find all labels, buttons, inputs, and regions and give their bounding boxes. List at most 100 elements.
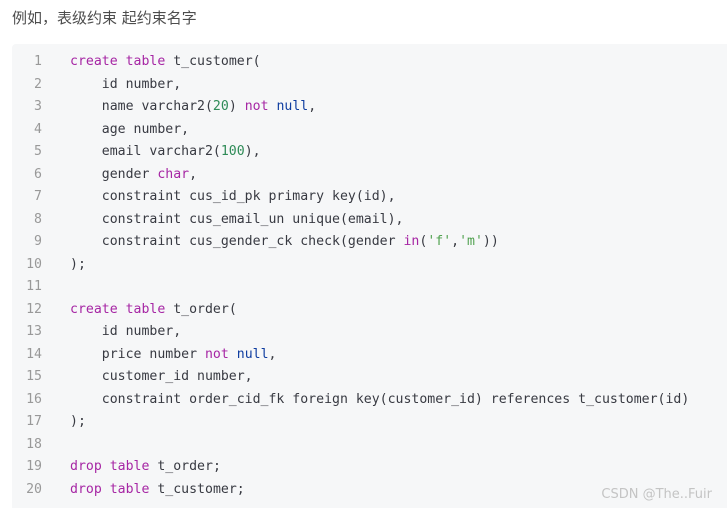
line-number: 5	[34, 144, 42, 159]
code-line: 5 email varchar2(100),	[12, 141, 689, 164]
line-number: 1	[34, 54, 42, 69]
line-number: 14	[26, 346, 42, 362]
line-number: 12	[26, 301, 42, 317]
line-number: 15	[26, 369, 42, 384]
line-number: 6	[34, 166, 42, 182]
code-token: 100	[220, 144, 245, 159]
code-line: 16 constraint order_cid_fk foreign key(c…	[12, 389, 689, 412]
code-token	[102, 459, 110, 474]
code-token: 'f'	[427, 234, 452, 249]
code-token: 'm'	[459, 234, 483, 249]
code-token: create	[70, 54, 118, 69]
line-number: 10	[26, 256, 42, 272]
code-text: gender char,	[42, 164, 197, 187]
code-text: name varchar2(20) not null,	[42, 96, 316, 119]
code-token: null	[236, 346, 269, 362]
code-token: );	[70, 414, 86, 429]
code-token: ,	[268, 346, 277, 362]
code-token: constraint cus_id_pk primary key(id),	[70, 189, 396, 204]
code-token: age number,	[70, 121, 190, 137]
code-token: (	[419, 234, 428, 249]
code-token: customer_id number,	[70, 369, 253, 384]
code-text: customer_id number,	[42, 366, 253, 389]
code-token: constraint order_cid_fk foreign key(cust…	[70, 391, 690, 407]
code-line: 4 age number,	[12, 119, 689, 142]
code-text: );	[42, 411, 86, 434]
code-token: )	[228, 99, 245, 114]
code-line: 6 gender char,	[12, 164, 689, 187]
code-token: id number,	[70, 76, 182, 92]
line-number: 8	[34, 211, 42, 227]
code-text: constraint cus_id_pk primary key(id),	[42, 186, 396, 209]
code-token: t_order(	[165, 301, 237, 317]
watermark: CSDN @The..Fuir	[601, 487, 712, 502]
code-line: 11	[12, 276, 689, 299]
code-line: 13 id number,	[12, 321, 689, 344]
code-token: ,	[451, 234, 460, 249]
code-token: table	[109, 481, 150, 497]
code-token: drop	[70, 481, 102, 497]
code-token: t_order;	[149, 459, 221, 474]
code-line: 7 constraint cus_id_pk primary key(id),	[12, 186, 689, 209]
code-token: ,	[308, 99, 317, 114]
code-token: gender	[70, 166, 158, 182]
code-token: drop	[70, 459, 102, 474]
code-line: 2 id number,	[12, 74, 689, 97]
code-line: 14 price number not null,	[12, 344, 689, 367]
code-text	[42, 434, 70, 457]
code-token: not	[204, 346, 229, 362]
code-token: in	[403, 234, 420, 249]
code-token	[102, 482, 110, 497]
line-number: 2	[34, 76, 42, 92]
code-token	[118, 54, 126, 69]
code-line: 18	[12, 434, 689, 457]
line-number: 11	[26, 279, 42, 294]
code-text: drop table t_customer;	[42, 479, 245, 502]
code-token: ,	[189, 166, 198, 182]
code-text: id number,	[42, 321, 181, 344]
code-token: 20	[212, 99, 229, 114]
code-token: name varchar2(	[70, 99, 213, 114]
line-number: 13	[26, 324, 42, 339]
line-number: 18	[26, 436, 42, 452]
code-text: create table t_order(	[42, 299, 237, 322]
code-token: char	[157, 166, 190, 182]
code-token: table	[125, 301, 166, 317]
code-text: id number,	[42, 74, 181, 97]
code-token: create	[70, 301, 118, 317]
line-number: 3	[34, 99, 42, 114]
line-number: 20	[26, 481, 42, 497]
code-token	[118, 302, 126, 317]
code-line: 8 constraint cus_email_un unique(email),	[12, 209, 689, 232]
code-text: constraint order_cid_fk foreign key(cust…	[42, 389, 690, 412]
code-text: constraint cus_gender_ck check(gender in…	[42, 231, 499, 254]
line-number: 16	[26, 391, 42, 407]
line-number: 9	[34, 234, 42, 249]
code-line: 19 drop table t_order;	[12, 456, 689, 479]
code-token: table	[125, 54, 166, 69]
line-number: 19	[26, 459, 42, 474]
code-token: t_customer(	[165, 54, 261, 69]
code-token: email varchar2(	[70, 144, 221, 159]
code-token: not	[244, 99, 269, 114]
code-text: price number not null,	[42, 344, 277, 367]
code-text: email varchar2(100),	[42, 141, 261, 164]
code-token	[229, 347, 237, 362]
code-token: table	[109, 459, 150, 474]
code-text: create table t_customer(	[42, 51, 261, 74]
code-text	[42, 276, 70, 299]
code-token: constraint cus_email_un unique(email),	[70, 211, 404, 227]
code-token: ),	[244, 144, 261, 159]
code-line: 15 customer_id number,	[12, 366, 689, 389]
intro-text: 例如，表级约束 起约束名字	[12, 9, 197, 27]
code-line: 9 constraint cus_gender_ck check(gender …	[12, 231, 689, 254]
line-number: 7	[34, 189, 42, 204]
code-text: constraint cus_email_un unique(email),	[42, 209, 404, 232]
code-token: t_customer;	[149, 481, 245, 497]
code-token: );	[70, 256, 86, 272]
